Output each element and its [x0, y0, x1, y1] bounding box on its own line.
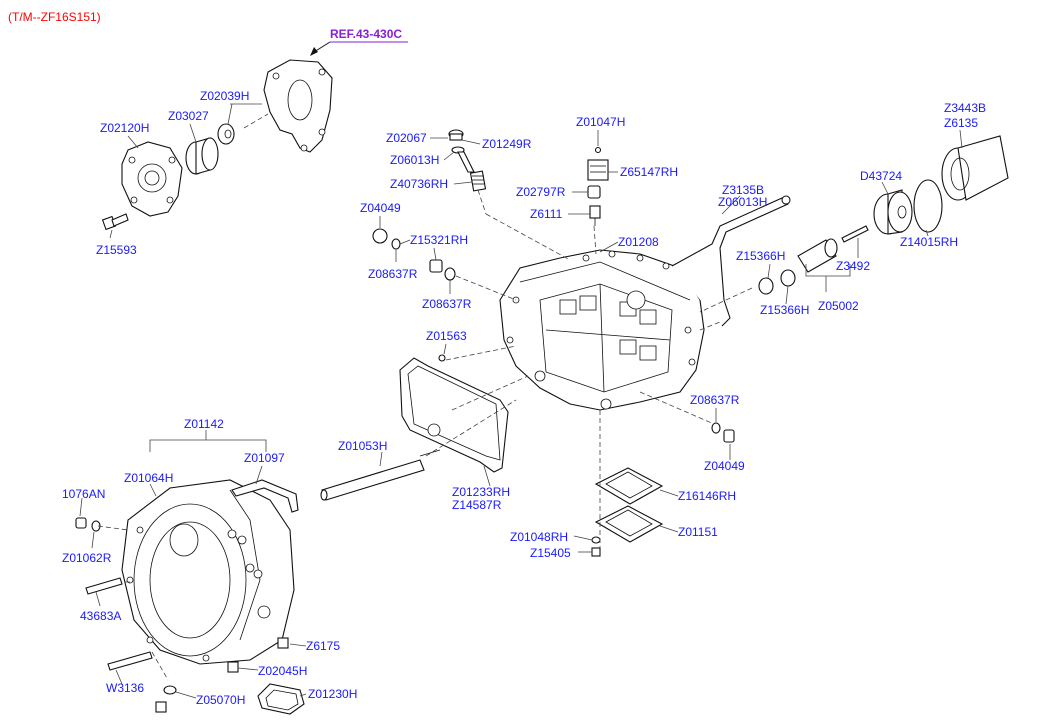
- washer-part: [591, 536, 601, 544]
- assembly-lines: [97, 113, 753, 681]
- seal-ring-part: [391, 238, 401, 250]
- oil-pipe-part: [671, 197, 789, 327]
- long-bolt-part: [107, 651, 153, 671]
- screw-plug-part: [429, 259, 456, 281]
- reference-arrowhead: [310, 47, 318, 56]
- callout-z03027[interactable]: Z03027: [168, 109, 209, 123]
- sensor-switch-part: [587, 146, 609, 181]
- shift-rod-part: [320, 449, 441, 501]
- oring-part: [913, 179, 943, 233]
- callout-z6135[interactable]: Z6135: [944, 116, 978, 130]
- callout-z01062r[interactable]: Z01062R: [62, 551, 112, 565]
- callout-z02797r[interactable]: Z02797R: [516, 185, 566, 199]
- lower-seal-part: [711, 422, 721, 434]
- breather-assembly-part: [448, 129, 487, 192]
- callout-z01233rh[interactable]: Z01233RH: [452, 485, 510, 499]
- reverse-gear-part: [873, 189, 913, 235]
- plug-part: [587, 185, 601, 226]
- callout-z3443b[interactable]: Z3443B: [944, 101, 986, 115]
- callout-z01230h[interactable]: Z01230H: [308, 687, 357, 701]
- callout-z01249r[interactable]: Z01249R: [482, 137, 532, 151]
- pump-rotor-part: [185, 137, 219, 175]
- dowel-pin-part: [438, 354, 446, 362]
- pump-cover-part: [121, 141, 183, 217]
- callout-z08637r-b[interactable]: Z08637R: [422, 297, 472, 311]
- callout-z15366h-lower[interactable]: Z15366H: [760, 303, 809, 317]
- callout-z02120h[interactable]: Z02120H: [100, 121, 149, 135]
- callout-z6175[interactable]: Z6175: [306, 639, 340, 653]
- callout-43683a[interactable]: 43683A: [80, 609, 121, 623]
- cover-plate-part: [594, 467, 664, 505]
- reference-link[interactable]: REF.43-430C: [330, 27, 402, 41]
- nut-part: [277, 637, 289, 649]
- lower-plug-part: [723, 429, 735, 443]
- bushing-part: [797, 238, 838, 273]
- pump-gear-part: [217, 123, 235, 145]
- model-code-header: (T/M--ZF16S151): [8, 10, 101, 24]
- housing-plug-part: [75, 517, 87, 529]
- gasket-part: [399, 357, 509, 473]
- callout-z15593[interactable]: Z15593: [96, 243, 137, 257]
- callout-z15366h-upper[interactable]: Z15366H: [736, 249, 785, 263]
- breather-hose-part: [231, 479, 299, 513]
- callout-z08637r-a[interactable]: Z08637R: [368, 267, 418, 281]
- callout-z02067[interactable]: Z02067: [386, 131, 427, 145]
- callout-z04049-upper[interactable]: Z04049: [360, 201, 401, 215]
- callout-z6111[interactable]: Z6111: [530, 207, 563, 221]
- callout-z14015rh[interactable]: Z14015RH: [900, 235, 958, 249]
- shaft-pin-part: [841, 225, 869, 243]
- clutch-housing-part: [121, 479, 295, 665]
- callout-z15321rh[interactable]: Z15321RH: [410, 233, 468, 247]
- retarder-part: [941, 135, 1009, 201]
- callout-z16146rh[interactable]: Z16146RH: [678, 489, 736, 503]
- small-bolt-part: [591, 547, 601, 557]
- pipe-banjo-part: [781, 195, 791, 205]
- callout-z01097[interactable]: Z01097: [244, 451, 285, 465]
- callout-z15405[interactable]: Z15405: [530, 546, 571, 560]
- callout-1076an[interactable]: 1076AN: [62, 487, 105, 501]
- callout-z05070h[interactable]: Z05070H: [196, 693, 245, 707]
- callout-z01563[interactable]: Z01563: [426, 329, 467, 343]
- callout-z06013h-upper[interactable]: Z06013H: [390, 153, 439, 167]
- needle-bearing-part: [758, 269, 796, 295]
- callout-z01208[interactable]: Z01208: [618, 235, 659, 249]
- callout-z01151[interactable]: Z01151: [678, 525, 718, 539]
- callout-z3492[interactable]: Z3492: [836, 259, 870, 273]
- callout-z40736rh[interactable]: Z40736RH: [390, 177, 448, 191]
- callout-z01142[interactable]: Z01142: [184, 417, 224, 431]
- callout-z01064h[interactable]: Z01064H: [124, 471, 173, 485]
- callout-z08637r-c[interactable]: Z08637R: [690, 393, 740, 407]
- leader-lines: [79, 103, 963, 699]
- callout-z01047h[interactable]: Z01047H: [576, 115, 625, 129]
- drain-plug-part: [372, 228, 388, 244]
- rear-cover-part: [263, 59, 333, 153]
- callout-z14587r[interactable]: Z14587R: [452, 498, 502, 512]
- callout-d43724[interactable]: D43724: [860, 169, 902, 183]
- drain-cap-part: [155, 685, 177, 713]
- callout-w3136[interactable]: W3136: [106, 681, 144, 695]
- housing-bolt-part: [85, 577, 123, 595]
- gearbox-housing-part: [499, 249, 705, 411]
- callout-z06013h-lower[interactable]: Z06013H: [718, 195, 767, 209]
- bolt-part: [101, 213, 129, 231]
- callout-z02039h[interactable]: Z02039H: [200, 89, 249, 103]
- cover-gasket-part: [594, 505, 664, 543]
- callout-z3135b[interactable]: Z3135B: [722, 183, 764, 197]
- callout-z05002[interactable]: Z05002: [818, 299, 859, 313]
- callout-z01053h[interactable]: Z01053H: [338, 439, 387, 453]
- callout-z65147rh[interactable]: Z65147RH: [620, 165, 678, 179]
- callout-z01048rh[interactable]: Z01048RH: [510, 530, 568, 544]
- bolt-flange-part: [227, 661, 239, 673]
- callout-z04049-lower[interactable]: Z04049: [704, 459, 745, 473]
- callout-z02045h[interactable]: Z02045H: [258, 664, 307, 678]
